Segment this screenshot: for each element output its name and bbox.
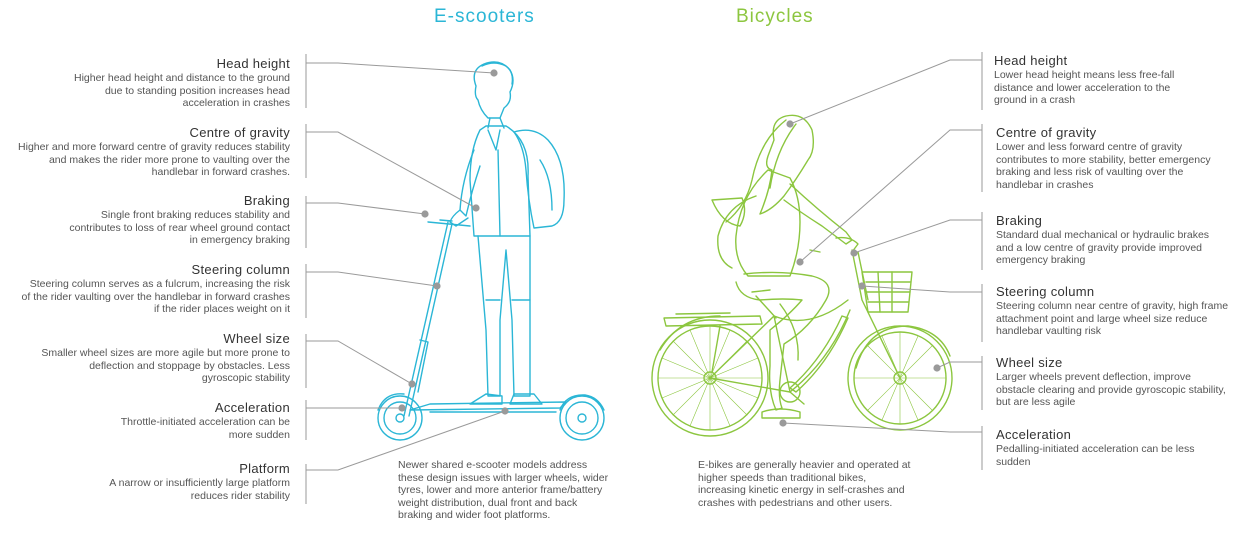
- scooter-rear-wheel: [559, 395, 605, 441]
- bike-factor-acceleration: Acceleration Pedalling-initiated acceler…: [996, 426, 1228, 468]
- factor-heading: Head height: [994, 53, 1068, 68]
- factor-heading: Wheel size: [996, 355, 1063, 370]
- scooter-rider-head: [473, 61, 514, 119]
- scooter-factor-steering-column: Steering column Steering column serves a…: [0, 261, 290, 316]
- scooter-anchor-dots: [398, 69, 509, 415]
- escooter-title: E-scooters: [434, 6, 535, 27]
- factor-heading: Wheel size: [223, 331, 290, 346]
- factor-description: Lower head height means less free-fall d…: [994, 69, 1175, 107]
- scooter-rider-torso: [469, 125, 531, 237]
- scooter-factor-braking: Braking Single front braking reduces sta…: [0, 192, 290, 247]
- bike-factor-wheel-size: Wheel size Larger wheels prevent deflect…: [996, 354, 1228, 409]
- scooter-factor-centre-of-gravity: Centre of gravity Higher and more forwar…: [0, 124, 290, 179]
- factor-heading: Braking: [996, 213, 1043, 228]
- factor-description: Pedalling-initiated acceleration can be …: [996, 443, 1195, 468]
- factor-description: Smaller wheel sizes are more agile but m…: [41, 347, 290, 385]
- factor-heading: Centre of gravity: [996, 125, 1097, 140]
- bike-steering-column: [851, 249, 901, 379]
- factor-description: Standard dual mechanical or hydraulic br…: [996, 229, 1210, 267]
- scooter-rider-legs: [477, 235, 531, 397]
- bike-factor-centre-of-gravity: Centre of gravity Lower and less forward…: [996, 124, 1228, 191]
- bike-leader-lines: [782, 52, 983, 470]
- factor-heading: Steering column: [191, 262, 290, 277]
- scooter-factor-wheel-size: Wheel size Smaller wheel sizes are more …: [0, 330, 290, 385]
- factor-heading: Braking: [243, 193, 290, 208]
- factor-heading: Steering column: [996, 284, 1095, 299]
- factor-heading: Platform: [239, 461, 290, 476]
- bike-factor-braking: Braking Standard dual mechanical or hydr…: [996, 212, 1218, 267]
- scooter-leader-lines: [305, 54, 506, 504]
- bike-anchor-dots: [779, 120, 941, 427]
- factor-description: Single front braking reduces stability a…: [69, 209, 290, 247]
- scooter-rider-backpack: [513, 129, 565, 229]
- bike-design-note: E-bikes are generally heavier and operat…: [698, 459, 911, 509]
- bike-factor-steering-column: Steering column Steering column near cen…: [996, 283, 1234, 338]
- factor-heading: Acceleration: [996, 427, 1072, 442]
- bike-rear-wheel: [651, 319, 769, 437]
- factor-description: Throttle-initiated acceleration can be m…: [120, 416, 290, 441]
- factor-description: Lower and less forward centre of gravity…: [996, 141, 1211, 191]
- scooter-factor-acceleration: Acceleration Throttle-initiated accelera…: [0, 399, 290, 441]
- bike-factor-head-height: Head height Lower head height means less…: [994, 52, 1199, 107]
- scooter-deck: [409, 401, 567, 411]
- bicycle-illustration: [651, 114, 953, 437]
- scooter-design-note: Newer shared e-scooter models address th…: [398, 459, 609, 522]
- factor-description: Higher and more forward centre of gravit…: [18, 141, 290, 179]
- factor-heading: Head height: [216, 56, 290, 71]
- bike-rider-head: [759, 114, 815, 215]
- factor-description: Larger wheels prevent deflection, improv…: [996, 371, 1226, 409]
- bike-rider-torso: [735, 169, 801, 277]
- bicycle-title: Bicycles: [736, 6, 814, 27]
- bike-frame: [709, 315, 791, 393]
- factor-heading: Acceleration: [214, 400, 290, 415]
- factor-heading: Centre of gravity: [189, 125, 290, 140]
- scooter-factor-platform: Platform A narrow or insufficiently larg…: [0, 460, 290, 502]
- factor-description: Higher head height and distance to the g…: [74, 72, 290, 110]
- factor-description: A narrow or insufficiently large platfor…: [109, 477, 290, 502]
- factor-description: Steering column serves as a fulcrum, inc…: [21, 278, 290, 316]
- scooter-front-wheel: [377, 395, 423, 441]
- factor-description: Steering column near centre of gravity, …: [996, 300, 1229, 338]
- scooter-factor-head-height: Head height Higher head height and dista…: [0, 55, 290, 110]
- bike-rider-legs: [735, 271, 830, 411]
- bike-basket: [861, 271, 913, 313]
